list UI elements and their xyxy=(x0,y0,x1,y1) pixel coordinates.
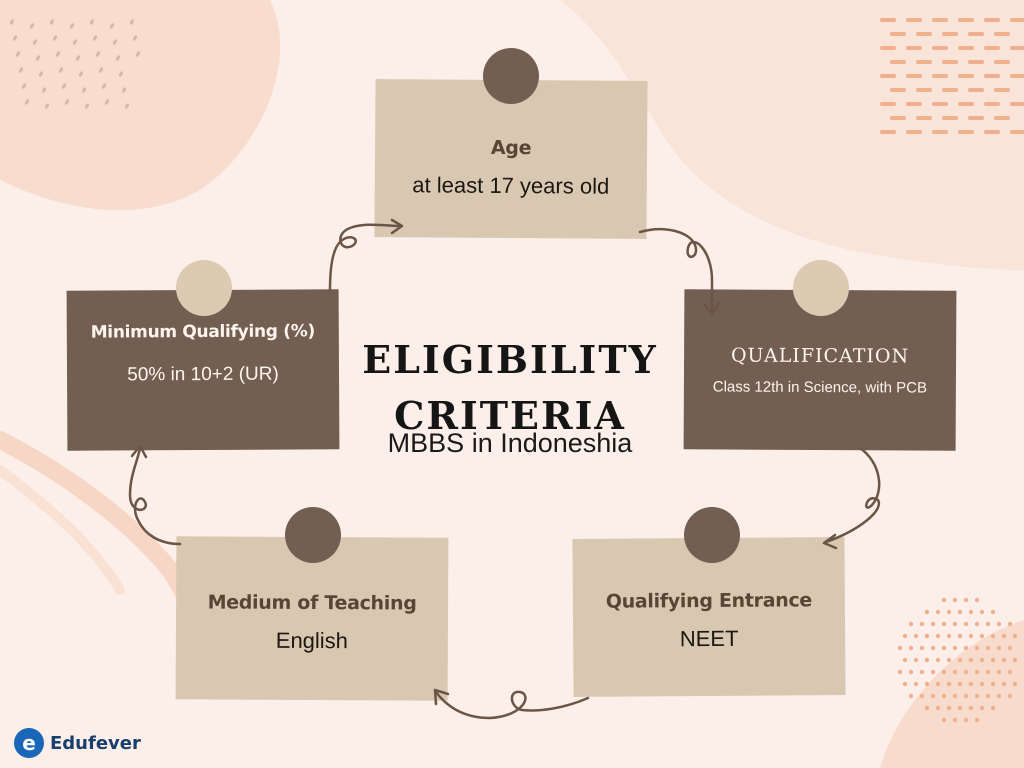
dots-top-left xyxy=(9,19,141,109)
pin-icon xyxy=(285,507,341,563)
page-title: ELIGIBILITY CRITERIA xyxy=(362,337,658,438)
card-minimum-title: Minimum Qualifying (%) xyxy=(90,321,315,343)
logo-text: Edufever xyxy=(50,732,141,754)
card-entrance-value: NEET xyxy=(679,625,739,652)
card-minimum-value: 50% in 10+2 (UR) xyxy=(127,363,279,386)
blob-bottom-right xyxy=(880,620,1024,768)
logo-mark: e xyxy=(14,728,44,758)
edufever-logo-icon: e Edufever xyxy=(14,728,141,758)
dashes-top-right xyxy=(880,18,1024,134)
page-subtitle: MBBS in Indoneshia xyxy=(387,428,633,458)
card-qualification-value: Class 12th in Science, with PCB xyxy=(712,377,928,397)
card-medium-value: English xyxy=(275,627,349,653)
card-entrance-title: Qualifying Entrance xyxy=(605,589,813,613)
card-age-value: at least 17 years old xyxy=(412,172,610,199)
pin-icon xyxy=(483,48,539,104)
dots-bottom-right xyxy=(897,597,1018,723)
card-qualification-title: Qualification xyxy=(730,344,910,367)
blob-top-left xyxy=(0,0,281,211)
blob-top-right xyxy=(560,0,1024,270)
pin-icon xyxy=(176,260,232,316)
card-medium-title: Medium of Teaching xyxy=(207,590,417,615)
swoosh-left-2 xyxy=(0,465,125,595)
pin-icon xyxy=(793,260,849,316)
card-age-title: Age xyxy=(490,136,532,160)
pin-icon xyxy=(684,507,740,563)
